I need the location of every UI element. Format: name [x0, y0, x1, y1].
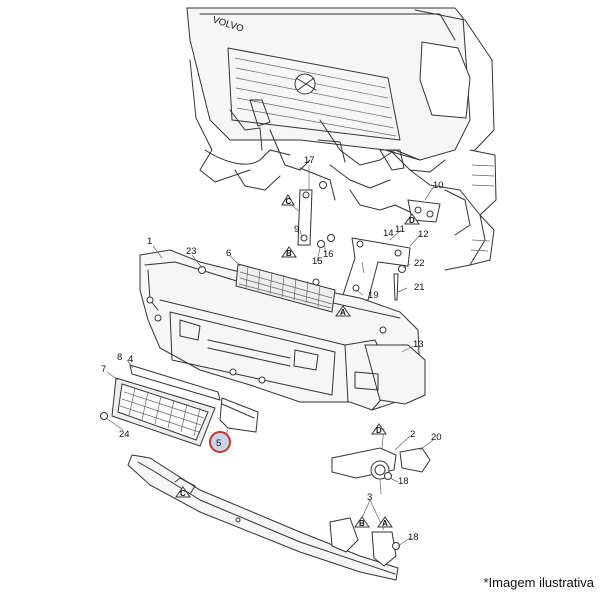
upper-grille-part-6 — [235, 263, 336, 313]
part-label-10: 10 — [433, 180, 444, 191]
lower-grille-part-7 — [111, 364, 221, 447]
callout-marker-c-bottom: C — [175, 486, 191, 498]
callout-marker-a-top: A — [335, 305, 351, 317]
clip-part-2 — [331, 447, 431, 480]
part-label-19: 19 — [368, 290, 379, 301]
part-label-21: 21 — [414, 282, 425, 293]
bracket-part-10 — [407, 199, 441, 223]
svg-text:A: A — [340, 308, 346, 317]
part-label-8: 8 — [117, 352, 122, 363]
part-label-20: 20 — [431, 432, 442, 443]
part-label-17: 17 — [304, 155, 315, 166]
part-label-4: 4 — [128, 354, 133, 365]
svg-text:B: B — [286, 249, 292, 258]
part-label-14: 14 — [383, 228, 394, 239]
bracket-part-12 — [341, 237, 411, 306]
callout-marker-b-top: B — [281, 246, 297, 258]
svg-text:C: C — [286, 197, 292, 206]
side-piece-part-5 — [219, 397, 259, 433]
part-label-18-upper: 18 — [398, 476, 409, 487]
part-label-5: 5 — [216, 438, 221, 449]
callout-marker-c-top: C — [281, 194, 295, 206]
callout-marker-a-bottom: A — [377, 516, 393, 528]
bracket-part-9 — [297, 189, 313, 246]
part-label-6: 6 — [226, 248, 231, 259]
fasteners — [100, 181, 406, 550]
bracket-part-3 — [329, 517, 397, 567]
svg-text:D: D — [376, 426, 382, 435]
part-label-11: 11 — [395, 224, 405, 235]
part-label-3: 3 — [367, 492, 372, 503]
callout-marker-d-bottom: D — [371, 423, 387, 435]
part-label-22: 22 — [414, 258, 425, 269]
svg-text:A: A — [382, 519, 388, 528]
part-label-15: 15 — [312, 256, 323, 267]
callout-marker-b-bottom: B — [354, 516, 370, 528]
part-label-12: 12 — [418, 229, 429, 240]
triangle-callout-markers: C B A D D B A C — [175, 194, 420, 528]
svg-text:C: C — [180, 489, 186, 498]
part-label-18-lower: 18 — [408, 532, 419, 543]
highlight-circle — [209, 431, 231, 453]
part-number-labels: 1 2 3 4 5 6 7 8 9 10 11 12 13 14 15 16 1… — [101, 155, 444, 543]
truck-cab: VOLVO — [186, 7, 497, 271]
part-label-2: 2 — [410, 429, 415, 440]
illustrative-image-footnote: *Imagem ilustrativa — [483, 575, 594, 590]
svg-text:B: B — [359, 519, 365, 528]
part-label-9: 9 — [294, 224, 299, 235]
callout-marker-d-top: D — [404, 213, 420, 225]
part-label-7: 7 — [101, 364, 106, 375]
part-label-16: 16 — [323, 249, 334, 260]
bumper-main-body — [139, 249, 426, 411]
svg-text:D: D — [409, 216, 415, 225]
bottom-spoiler — [127, 454, 399, 581]
part-label-23: 23 — [186, 246, 197, 257]
part-label-24: 24 — [119, 429, 130, 440]
part-label-13: 13 — [413, 339, 424, 350]
part-label-1: 1 — [147, 236, 152, 247]
